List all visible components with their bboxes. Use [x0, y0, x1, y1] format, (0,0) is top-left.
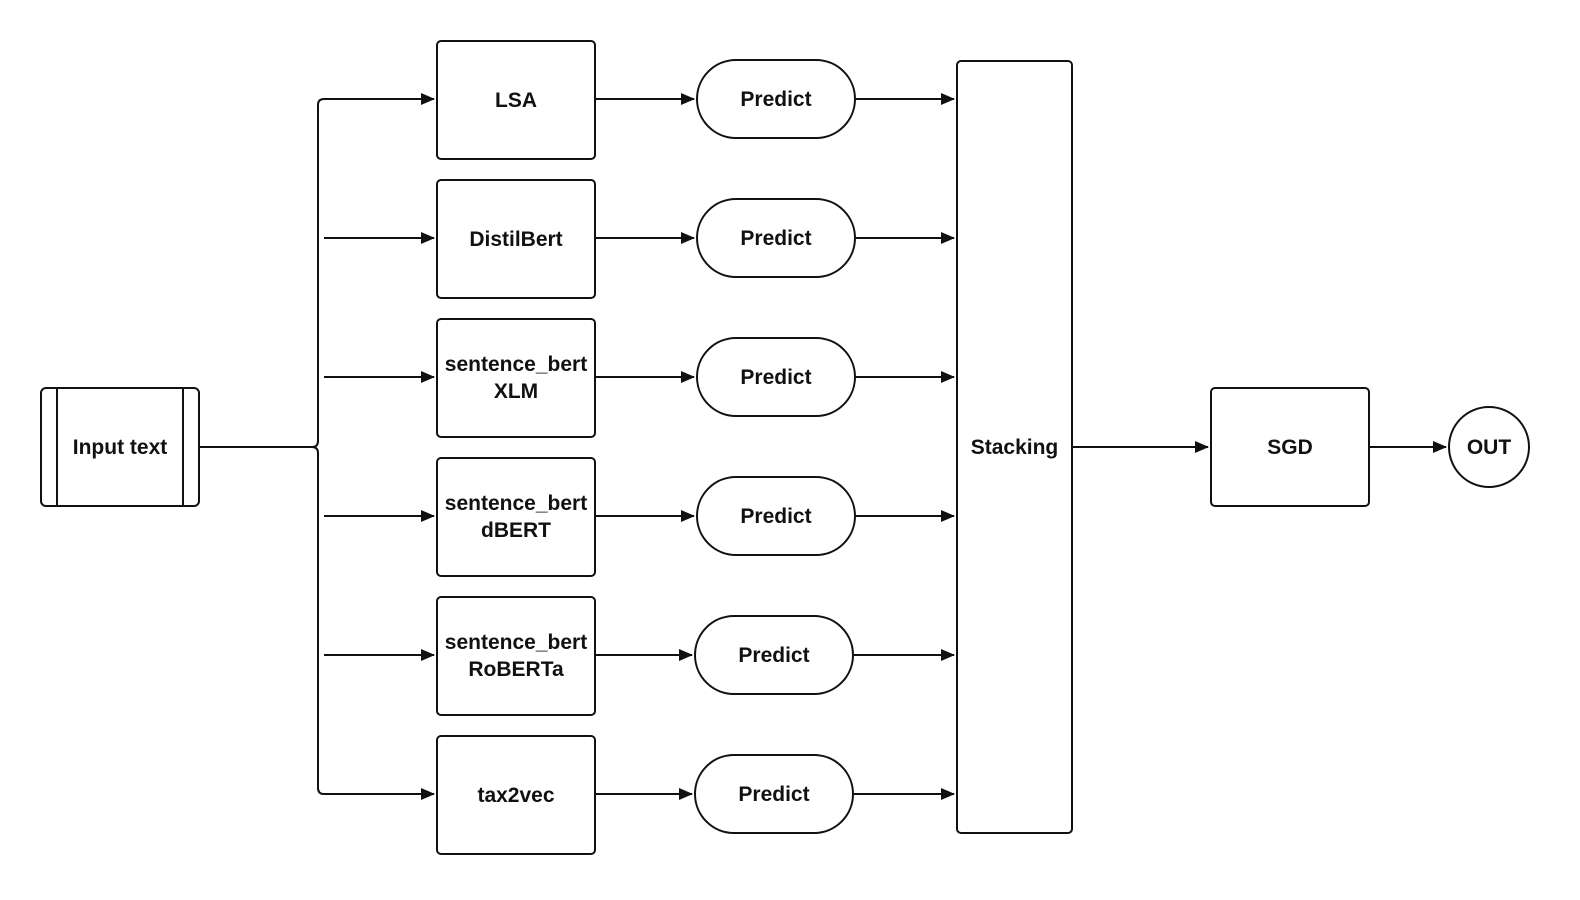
edges [324, 93, 955, 800]
input-right-bar [182, 389, 184, 505]
model-node-sentence-bert-roberta: sentence_bert RoBERTa [436, 596, 596, 716]
stacking-node: Stacking [956, 60, 1073, 834]
model-label: LSA [495, 88, 537, 112]
model-node-lsa: LSA [436, 40, 596, 160]
model-label: sentence_bert RoBERTa [444, 631, 588, 681]
output-node: OUT [1448, 406, 1530, 488]
predict-node-5: Predict [694, 615, 854, 695]
model-label: sentence_bert XLM [444, 353, 588, 403]
predict-label: Predict [740, 87, 812, 111]
predict-node-4: Predict [696, 476, 856, 556]
sgd-label: SGD [1267, 435, 1313, 459]
stacking-label: Stacking [970, 435, 1059, 459]
model-node-tax2vec: tax2vec [436, 735, 596, 855]
model-label: DistilBert [469, 227, 563, 251]
model-label: tax2vec [477, 783, 555, 807]
sgd-node: SGD [1210, 387, 1370, 507]
model-node-sentence-bert-xlm: sentence_bert XLM [436, 318, 596, 438]
input-text-node: Input text [40, 387, 200, 507]
output-label: OUT [1466, 435, 1512, 459]
model-node-distilbert: DistilBert [436, 179, 596, 299]
predict-node-3: Predict [696, 337, 856, 417]
predict-node-6: Predict [694, 754, 854, 834]
predict-label: Predict [740, 365, 812, 389]
model-node-sentence-bert-dbert: sentence_bert dBERT [436, 457, 596, 577]
predict-label: Predict [738, 643, 810, 667]
predict-label: Predict [738, 782, 810, 806]
branch-trunk [311, 98, 325, 795]
predict-label: Predict [740, 226, 812, 250]
model-label: sentence_bert dBERT [444, 492, 588, 542]
predict-node-2: Predict [696, 198, 856, 278]
input-text-label: Input text [72, 435, 168, 459]
input-left-bar [56, 389, 58, 505]
predict-label: Predict [740, 504, 812, 528]
predict-node-1: Predict [696, 59, 856, 139]
